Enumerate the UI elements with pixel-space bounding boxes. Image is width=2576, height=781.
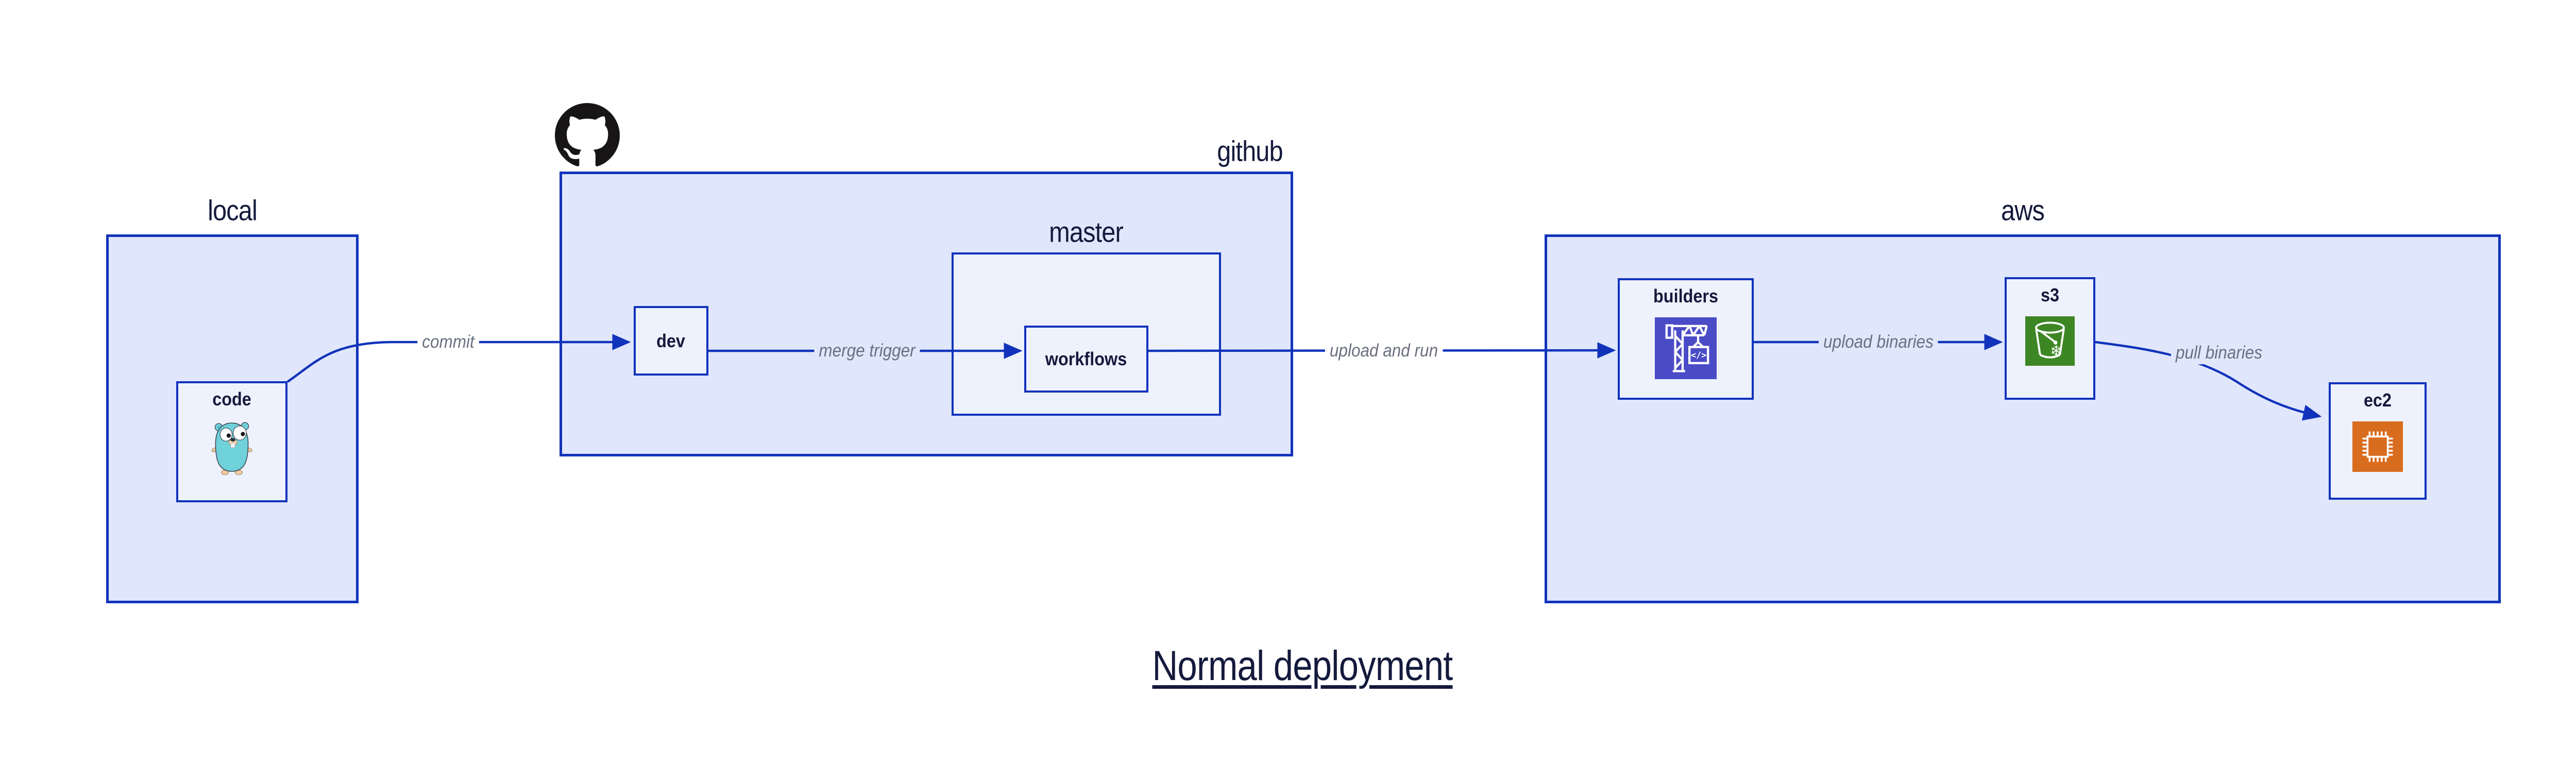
node-ec2-label: ec2 (2363, 389, 2392, 411)
edge-upload-binaries-label: upload binaries (1819, 331, 1938, 353)
go-gopher-icon (211, 422, 252, 475)
zone-github-label: github (1217, 134, 1283, 167)
node-workflows-label: workflows (1045, 348, 1127, 369)
node-code-box: code (176, 381, 287, 502)
svg-text:❄: ❄ (2050, 342, 2062, 360)
s3-bucket-icon: ❄ (2025, 316, 2075, 366)
zone-master-label: master (1049, 215, 1124, 248)
diagram-title: Normal deployment (1152, 642, 1453, 689)
node-builders-label: builders (1653, 285, 1719, 307)
node-s3-label: s3 (2040, 284, 2060, 305)
github-octocat-logo (555, 103, 620, 166)
node-code-label: code (212, 388, 251, 410)
zone-local-label: local (208, 194, 258, 227)
codebuild-crane-icon: </> (1655, 317, 1717, 379)
edge-commit-label: commit (417, 331, 479, 353)
node-ec2-box: ec2 (2329, 382, 2427, 500)
node-workflows-box: workflows (1024, 326, 1148, 393)
node-s3-box: s3 ❄ (2005, 277, 2095, 400)
node-dev-label: dev (656, 330, 686, 351)
node-builders-box: builders (1618, 278, 1754, 400)
zone-aws-label: aws (2001, 194, 2045, 227)
node-dev-box: dev (634, 306, 708, 376)
edge-pull-binaries-label: pull binaries (2171, 342, 2267, 364)
ec2-chip-icon (2352, 421, 2403, 472)
edge-upload-and-run-label: upload and run (1325, 339, 1443, 362)
edge-merge-trigger-label: merge trigger (814, 339, 920, 362)
svg-text:</>: </> (1691, 350, 1706, 360)
